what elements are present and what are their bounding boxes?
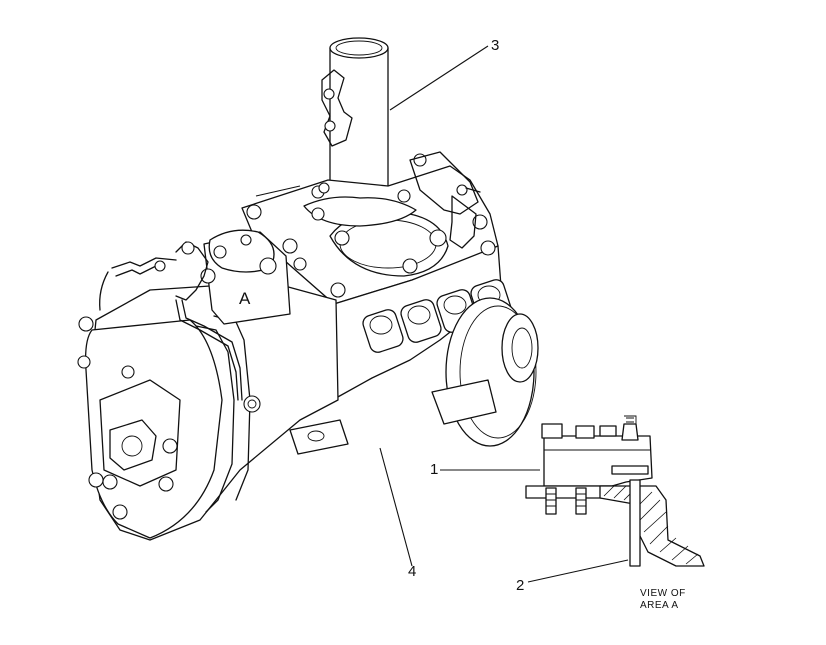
area-a-label: A <box>239 289 251 308</box>
mounting-foot <box>289 379 497 455</box>
drive-coupling <box>445 297 539 447</box>
view-caption: VIEW OF AREA A <box>640 588 686 612</box>
callout-4: 4 <box>408 563 417 580</box>
area-a-inset <box>525 415 705 567</box>
callout-2: 2 <box>516 577 525 594</box>
leader-lines <box>255 45 629 583</box>
pump-body <box>77 281 339 541</box>
view-caption-line1: VIEW OF <box>640 588 686 599</box>
callout-3: 3 <box>491 37 500 54</box>
callout-1: 1 <box>430 461 439 478</box>
view-caption-line2: AREA A <box>640 600 679 611</box>
area-a-housing <box>99 229 291 401</box>
vertical-tube <box>321 37 389 220</box>
